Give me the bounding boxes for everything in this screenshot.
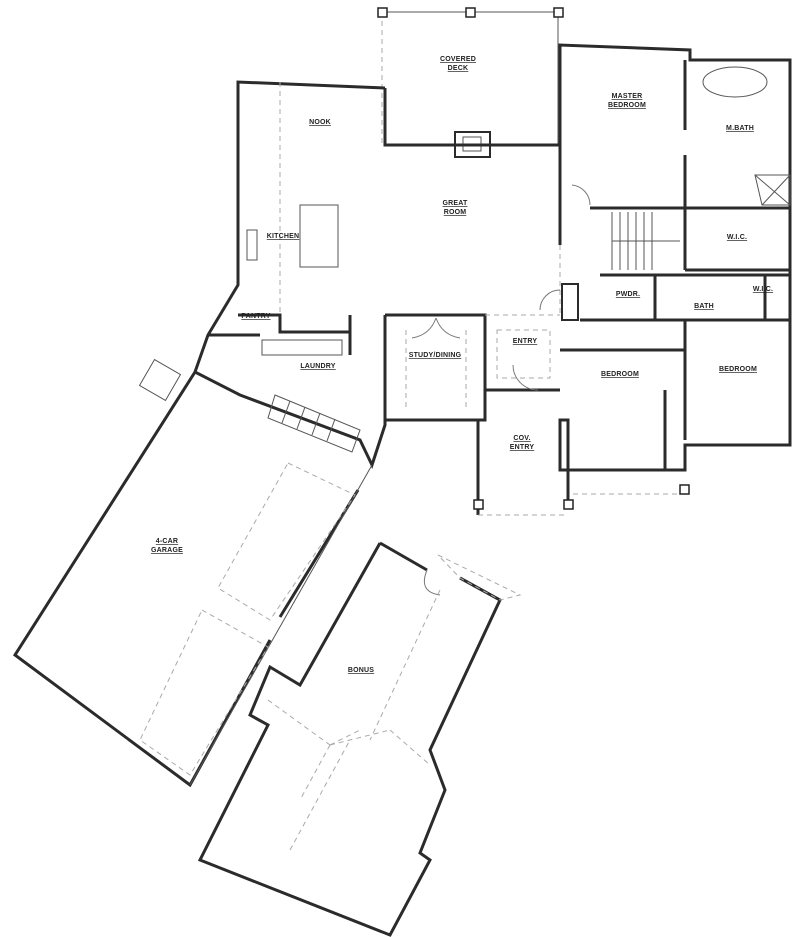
label-laundry: LAUNDRY (300, 363, 335, 370)
label-great-room-2: ROOM (444, 209, 467, 216)
room-labels: COVERED DECK NOOK MASTER BEDROOM M.BATH … (151, 56, 773, 674)
label-nook: NOOK (309, 119, 331, 126)
label-kitchen: KITCHEN (267, 233, 300, 240)
label-garage: 4-CAR (156, 538, 178, 545)
label-covered-entry: COV. (513, 435, 530, 442)
label-bedroom-1: BEDROOM (601, 371, 639, 378)
label-powder: PWDR. (616, 291, 640, 298)
label-bonus: BONUS (348, 667, 374, 674)
main-house-walls (193, 43, 792, 516)
label-pantry: PANTRY (241, 313, 270, 320)
label-master-wic: W.I.C. (727, 234, 747, 241)
label-covered-entry-2: ENTRY (510, 444, 535, 451)
label-master-bath: M.BATH (726, 125, 754, 132)
label-master-bedroom-2: BEDROOM (608, 102, 646, 109)
covered-deck (377, 7, 564, 158)
label-covered-deck: COVERED (440, 56, 476, 63)
laundry-stairs (267, 394, 361, 453)
label-covered-deck-2: DECK (448, 65, 469, 72)
stairs (611, 212, 680, 270)
label-bedroom-2: BEDROOM (719, 366, 757, 373)
label-garage-2: GARAGE (151, 547, 183, 554)
label-bath: BATH (694, 303, 714, 310)
label-great-room: GREAT (443, 200, 469, 207)
label-master-bedroom: MASTER (612, 93, 643, 100)
label-entry: ENTRY (513, 338, 538, 345)
label-study-dining: STUDY/DINING (409, 352, 462, 359)
bonus-room (197, 541, 522, 937)
label-wic: W.I.C. (753, 286, 773, 293)
garage (12, 358, 373, 788)
